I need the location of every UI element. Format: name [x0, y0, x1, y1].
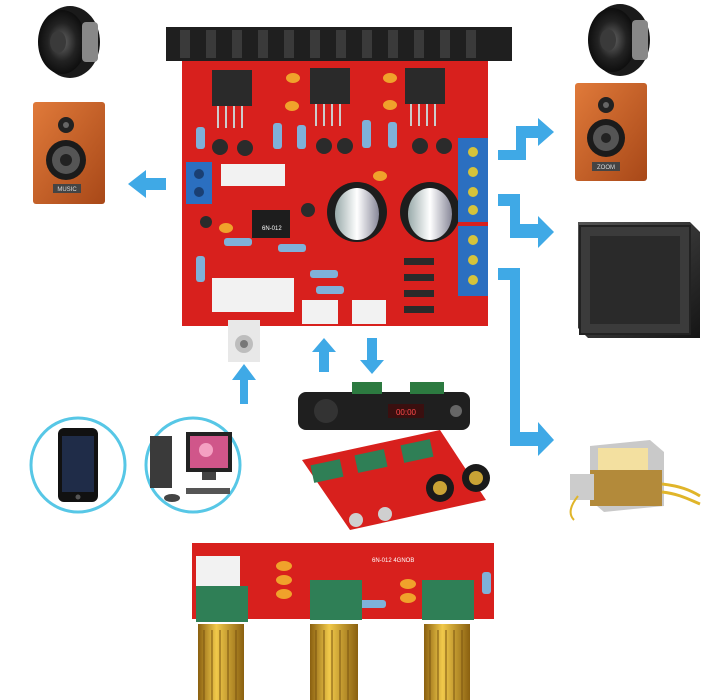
- left-bookshelf-speaker: MUSIC: [33, 102, 105, 204]
- smartphone-icon: [29, 416, 127, 514]
- left-speaker-badge: MUSIC: [57, 187, 77, 193]
- bluetooth-decoder-module: 00:00: [298, 382, 470, 430]
- tone-board-marking: 6N-012 4GNOB: [372, 558, 414, 564]
- arrow-right-outputs: [498, 118, 554, 456]
- transformer-icon: [569, 440, 701, 521]
- amplifier-ic: [212, 68, 445, 106]
- filter-capacitor: [327, 182, 460, 242]
- right-bookshelf-speaker: ZOOM: [575, 83, 647, 181]
- subwoofer-box: [578, 222, 700, 338]
- arrow-down-bluetooth: [360, 338, 384, 374]
- right-speaker-badge: ZOOM: [597, 165, 615, 171]
- board-marking: 6N-012: [262, 226, 282, 232]
- preamp-board: [302, 430, 490, 530]
- arrow-left-output: [128, 170, 166, 198]
- knob-shaft-left: [198, 624, 244, 700]
- tone-control-board: 6N-012 4GNOB: [192, 543, 494, 700]
- main-amplifier-board: 6N-012: [166, 27, 512, 362]
- knob-shaft-right: [424, 624, 470, 700]
- bt-display: 00:00: [396, 408, 417, 417]
- right-speaker-driver-icon: [588, 4, 650, 76]
- arrow-up-bluetooth: [312, 338, 336, 372]
- desktop-computer-icon: [144, 416, 242, 514]
- left-speaker-driver-icon: [38, 6, 100, 78]
- knob-shaft-middle: [310, 624, 358, 700]
- arrow-up-input: [232, 364, 256, 404]
